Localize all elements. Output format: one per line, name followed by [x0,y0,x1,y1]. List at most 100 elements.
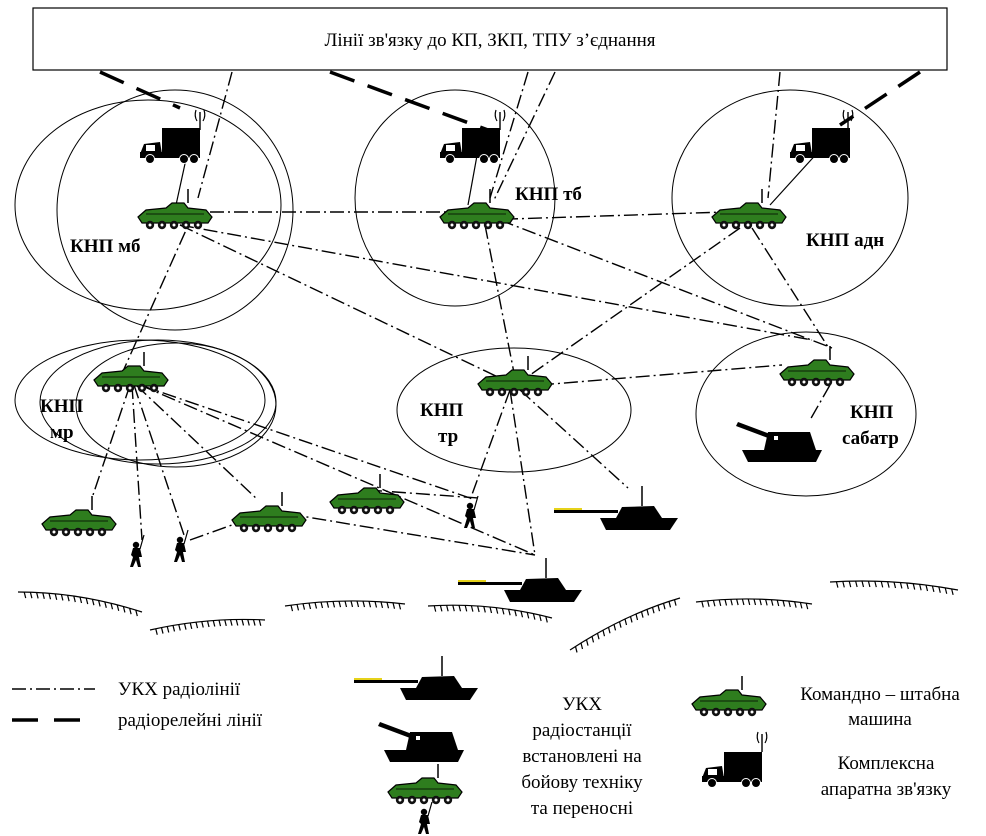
ridge-hatch [247,619,250,626]
ridge-hatch [874,581,877,588]
ridge-hatch [85,597,89,605]
ridge-hatch [129,608,132,615]
self-propelled-gun-icon [378,722,464,762]
ridge-hatch [489,606,493,614]
ridge-hatch [788,600,791,608]
ridge-hatch [36,592,39,599]
ridge-hatch [861,580,865,588]
ridge-hatch [753,598,757,606]
ridge-hatch [712,600,716,607]
ridge-hatch [629,616,633,623]
ridge-hatch [172,625,176,632]
self-propelled-gun-icon [736,422,822,462]
ridge-hatch [880,581,884,588]
command-staff-vehicle-icon [711,188,787,230]
ridge-hatch [67,595,70,602]
ridge-hatch [514,610,517,617]
ridge-hatch [919,584,922,591]
ridge-hatch [931,585,935,592]
command-staff-vehicle-icon [41,495,117,537]
legend-radio-3: встановлені на [522,746,642,767]
ukx-radio-lines [91,71,833,556]
ridge-hatch [380,601,384,608]
command-staff-vehicle-icon [387,763,463,805]
ridge-hatch [218,620,222,627]
command-staff-vehicle-icon [477,355,553,397]
ridge-hatch [42,592,45,599]
legend-radio-4: бойову техніку [521,772,643,793]
ridge-hatch [613,624,617,631]
ridge-hatch [122,606,126,613]
ridge-hatch [439,605,443,612]
label-knp-tb: КНП тб [515,184,582,205]
ridge-hatch [326,601,330,608]
ridge-hatch [483,606,486,613]
ridge-hatch [624,618,628,626]
legend-comm-1: Комплексна [838,753,935,774]
coverage-ellipses [14,89,917,497]
ridge-hatch [701,601,704,608]
command-staff-vehicle-icon [137,188,213,230]
legend-relay-label: радіорелейні лінії [118,710,263,731]
tank-icon [353,655,479,701]
ridge-hatch [794,601,797,608]
ridge-hatch [532,613,536,620]
ridge-hatch [925,584,929,592]
relay-lines [99,70,921,132]
ridge-hatch [344,600,348,608]
ridge-hatch [224,619,227,627]
soldier-icon [173,529,189,563]
ridge-hatch [765,599,768,606]
ridge-hatch [730,599,733,606]
ridge-hatch [470,605,474,612]
ridge-hatch [212,620,216,627]
ridge-hatch [585,639,589,646]
ridge-hatch [646,609,650,616]
ridge-hatch [302,603,306,610]
ridge-hatch [495,607,499,614]
ridge-hatch [951,588,954,595]
antenna-icon [756,731,768,753]
ridge-hatch [602,630,606,637]
antenna-icon [194,109,206,131]
ridge-hatch [724,599,728,606]
ridge-hatch [805,602,809,610]
ridge-hatch [73,595,76,603]
ridge-hatch [368,601,372,608]
ridge-line [17,591,143,613]
ridge-hatch [580,642,584,650]
ridge-hatch [944,587,948,594]
legend-cmd-2: машина [848,709,912,730]
command-staff-vehicle-icon [691,675,767,717]
legend-radio-1: УКХ [562,694,602,715]
ridge-hatch [98,600,101,607]
ridge-hatch [782,600,786,607]
truck-tb [439,127,501,164]
header-title: Лінії зв'язку до КП, ЗКП, ТПУ з’єднання [324,30,655,51]
ridge-hatch [899,582,903,589]
tank-icon [457,557,583,603]
ridge-hatch [657,605,661,612]
ridge-hatch [741,598,745,606]
ridge-hatch [718,599,722,606]
ridge-hatch [707,600,710,607]
truck-adn [789,127,851,164]
ridge-hatch [520,611,524,618]
label-knp-mr-2: мр [50,422,74,443]
ridge-hatch [938,586,941,593]
ridge-hatch [178,624,181,631]
ridge-hatch [668,601,672,608]
ridge-hatch [338,600,342,608]
ridge-hatch [362,600,366,608]
ridge-hatch [539,614,542,622]
command-staff-vehicle-icon [93,351,169,393]
command-staff-vehicle-icon [439,188,515,230]
label-knp-sabatr-1: КНП [850,402,894,423]
ridge-hatch [799,602,803,609]
ridge-hatch [296,604,300,611]
ridge-hatch [201,621,204,628]
ridge-hatch [526,612,530,619]
ridge-hatch [189,622,193,630]
ridge-hatch [464,605,468,612]
command-staff-vehicle-icon [231,491,307,533]
